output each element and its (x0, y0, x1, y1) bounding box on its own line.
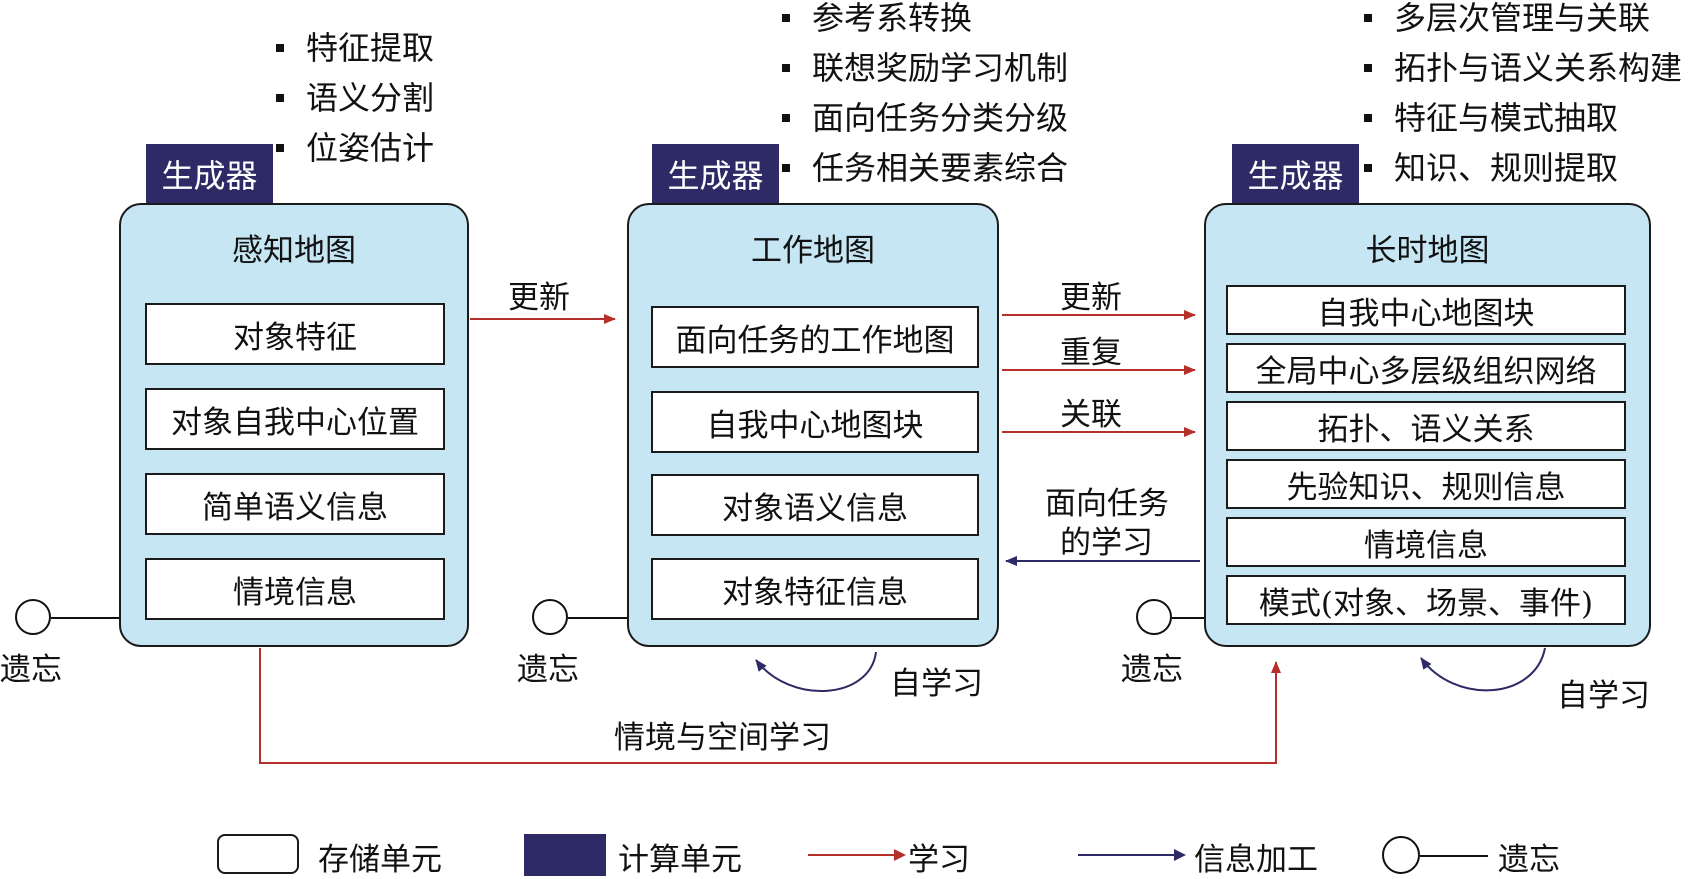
working-map: 工作地图 面向任务的工作地图 自我中心地图块 对象语义信息 对象特征信息 (627, 203, 999, 647)
task-item: 特征与模式抽取 (1362, 93, 1682, 143)
map-item: 模式(对象、场景、事件) (1226, 575, 1626, 625)
forget-circle (1136, 599, 1172, 635)
legend-forget-circle (1382, 836, 1420, 874)
legend-compute-swatch (524, 834, 606, 876)
forget-circle (532, 599, 568, 635)
context-spatial-learning-label: 情境与空间学习 (614, 720, 831, 756)
generator-working: 生成器 (652, 144, 779, 203)
arrow-context-spatial-learning (259, 648, 1281, 764)
legend-forget-label: 遗忘 (1498, 842, 1560, 878)
task-item: 位姿估计 (274, 123, 434, 173)
self-learning-label: 自学习 (1557, 678, 1650, 714)
task-item: 拓扑与语义关系构建 (1362, 43, 1682, 93)
forget-circle (15, 599, 51, 635)
map-item: 自我中心地图块 (1226, 285, 1626, 335)
task-item: 多层次管理与关联 (1362, 0, 1682, 43)
task-item: 语义分割 (274, 73, 434, 123)
generator-tasks-working: 参考系转换 联想奖励学习机制 面向任务分类分级 任务相关要素综合 (780, 0, 1068, 193)
self-learning-arrow-working (755, 651, 877, 692)
map-item: 拓扑、语义关系 (1226, 401, 1626, 451)
forget-line (568, 617, 627, 619)
map-item: 情境信息 (145, 558, 445, 620)
map-item: 对象自我中心位置 (145, 388, 445, 450)
working-map-title: 工作地图 (751, 233, 875, 269)
longterm-map-title: 长时地图 (1365, 233, 1490, 269)
perception-map-title: 感知地图 (232, 233, 356, 269)
forget-line (1172, 617, 1204, 619)
generator-tasks-longterm: 多层次管理与关联 拓扑与语义关系构建 特征与模式抽取 知识、规则提取 (1362, 0, 1682, 193)
generator-longterm: 生成器 (1232, 144, 1359, 203)
task-item: 知识、规则提取 (1362, 143, 1682, 193)
map-item: 全局中心多层级组织网络 (1226, 343, 1626, 393)
legend-processing-label: 信息加工 (1194, 842, 1318, 878)
perception-map: 感知地图 对象特征 对象自我中心位置 简单语义信息 情境信息 (119, 203, 469, 647)
self-learning-label: 自学习 (890, 666, 983, 702)
task-item: 面向任务分类分级 (780, 93, 1068, 143)
forget-line (51, 617, 119, 619)
map-item: 自我中心地图块 (651, 391, 979, 453)
legend-storage-label: 存储单元 (318, 842, 442, 878)
task-item: 特征提取 (274, 23, 434, 73)
map-item: 对象特征信息 (651, 558, 979, 620)
associate-label: 关联 (1060, 397, 1122, 433)
map-item: 简单语义信息 (145, 473, 445, 535)
task-item: 参考系转换 (780, 0, 1068, 43)
repeat-label: 重复 (1060, 335, 1122, 371)
forget-label: 遗忘 (517, 652, 579, 688)
task-item: 任务相关要素综合 (780, 143, 1068, 193)
task-learning-label-line1: 面向任务 (1045, 486, 1169, 522)
map-item: 对象特征 (145, 303, 445, 365)
task-item: 联想奖励学习机制 (780, 43, 1068, 93)
self-learning-arrow-longterm (1420, 647, 1546, 692)
generator-perception: 生成器 (146, 144, 273, 203)
legend-learning-label: 学习 (908, 842, 970, 878)
forget-label: 遗忘 (0, 652, 62, 688)
generator-tasks-perception: 特征提取 语义分割 位姿估计 (274, 23, 434, 173)
map-item: 面向任务的工作地图 (651, 306, 979, 368)
update-label-perception: 更新 (508, 280, 570, 316)
update-label: 更新 (1060, 280, 1122, 316)
longterm-map: 长时地图 自我中心地图块 全局中心多层级组织网络 拓扑、语义关系 先验知识、规则… (1204, 203, 1651, 647)
legend-learning-arrow (808, 849, 906, 861)
legend-storage-swatch (217, 834, 299, 874)
task-learning-label-line2: 的学习 (1060, 525, 1153, 561)
map-item: 先验知识、规则信息 (1226, 459, 1626, 509)
legend-processing-arrow (1078, 849, 1186, 861)
legend-compute-label: 计算单元 (618, 842, 742, 878)
legend-forget-line (1420, 855, 1488, 857)
forget-label: 遗忘 (1121, 652, 1183, 688)
map-item: 对象语义信息 (651, 474, 979, 536)
map-item: 情境信息 (1226, 517, 1626, 567)
